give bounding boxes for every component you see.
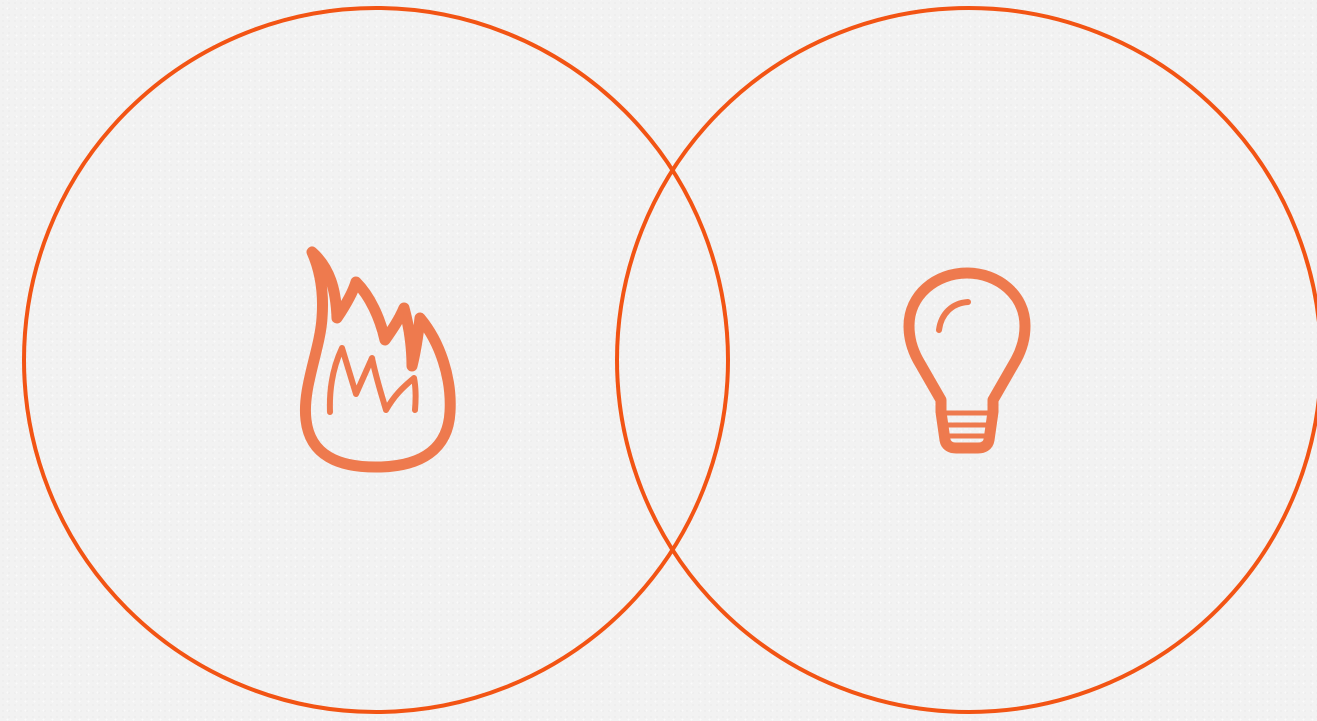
venn-circle-left (22, 6, 730, 714)
flame-icon (299, 246, 456, 473)
venn-circle-right (615, 6, 1317, 714)
lightbulb-icon (903, 267, 1031, 454)
